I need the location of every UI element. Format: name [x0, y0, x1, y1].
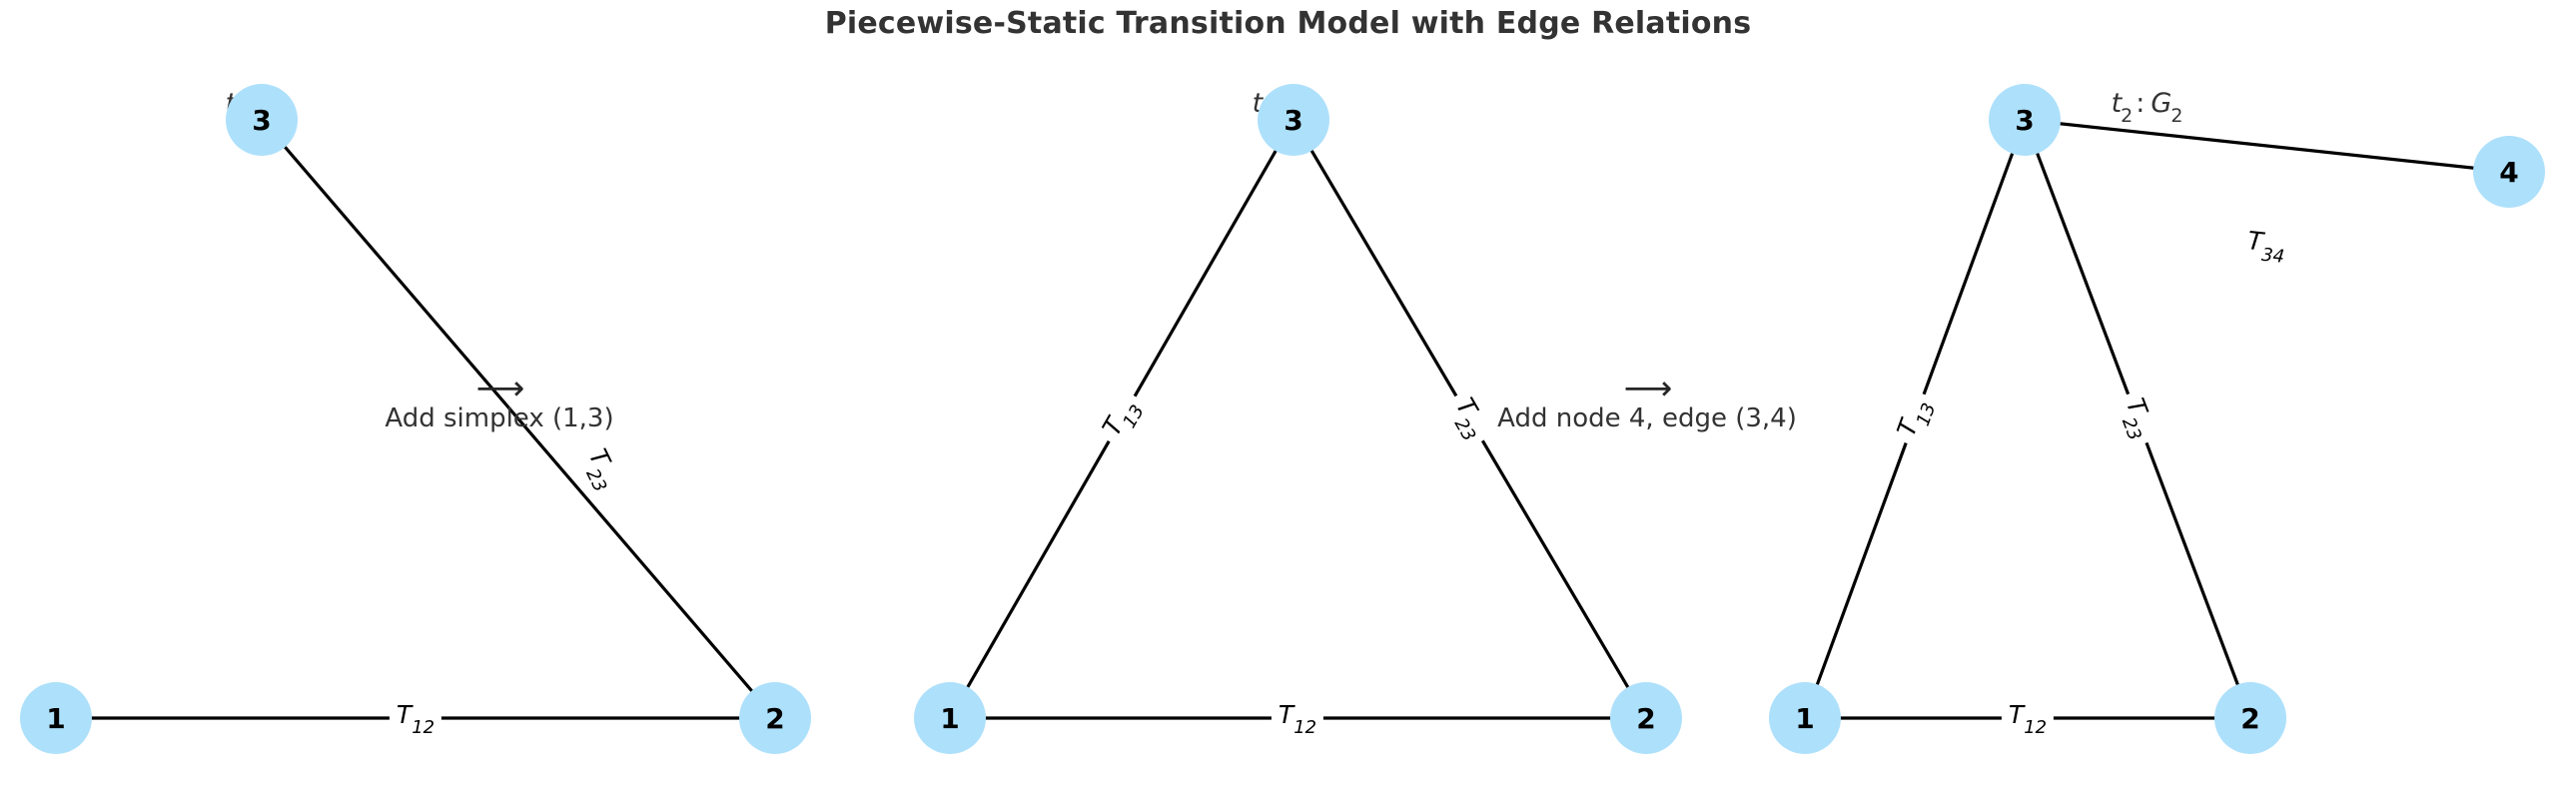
node-1[interactable]: 1 — [914, 682, 986, 754]
node-3[interactable]: 3 — [1258, 84, 1329, 156]
node-1[interactable]: 1 — [20, 682, 92, 754]
node-label: 1 — [46, 701, 66, 735]
panel-title-graph-subscript: 2 — [2170, 105, 2183, 128]
edge-label-subscript: 12 — [412, 717, 435, 739]
node-label: 3 — [252, 103, 272, 137]
edge-label-symbol: T — [1278, 700, 1294, 730]
edge-label-1-2: T12 — [2001, 700, 2055, 739]
edge-label-1-3: T13 — [1094, 387, 1150, 450]
panel-title-graph: G2 — [2150, 88, 2183, 128]
transition-label: Add simplex (1,3) — [385, 403, 614, 434]
edge-label-subscript: 23 — [581, 465, 611, 495]
edge-label-2-3: T23 — [2112, 388, 2163, 449]
panel-title-time: t2 — [2111, 88, 2134, 128]
edge-label-symbol: T — [2008, 700, 2025, 730]
edge-label-subscript: 12 — [1293, 717, 1317, 739]
node-2[interactable]: 2 — [739, 682, 811, 754]
node-1[interactable]: 1 — [1769, 682, 1841, 754]
node-label: 2 — [2240, 701, 2260, 735]
transition-label: Add node 4, edge (3,4) — [1497, 403, 1797, 434]
node-label: 2 — [765, 701, 785, 735]
right-arrow-icon: ⟶ — [475, 369, 525, 409]
edge-label-2-3: T23 — [574, 438, 628, 500]
edge-label-1-3: T13 — [1890, 388, 1940, 449]
node-label: 2 — [1636, 701, 1656, 735]
transition-1-2: ⟶Add node 4, edge (3,4) — [1497, 369, 1797, 435]
panel-title-separator: : — [2136, 88, 2146, 119]
node-2[interactable]: 2 — [1610, 682, 1682, 754]
node-label: 3 — [2015, 103, 2035, 137]
node-label: 3 — [1284, 103, 1303, 137]
node-label: 1 — [1795, 701, 1815, 735]
edge-label-subscript: 23 — [2117, 414, 2146, 444]
node-3[interactable]: 3 — [226, 84, 298, 156]
edge-label-subscript: 12 — [2024, 717, 2048, 739]
edge-label-1-2: T12 — [389, 700, 442, 739]
edge-label-3-4: T34 — [2238, 226, 2294, 268]
edge-label-subscript: 34 — [2260, 244, 2286, 268]
node-3[interactable]: 3 — [1989, 84, 2061, 156]
transition-0-1: ⟶Add simplex (1,3) — [385, 369, 614, 435]
node-label: 4 — [2499, 155, 2519, 189]
edge-label-symbol: T — [396, 700, 413, 730]
edge-label-subscript: 23 — [1449, 414, 1480, 445]
panel-title-time-subscript: 2 — [2121, 105, 2134, 128]
panel-title-panel-t2: t2:G2 — [2111, 88, 2184, 128]
node-4[interactable]: 4 — [2473, 136, 2545, 208]
figure-title: Piecewise-Static Transition Model with E… — [824, 6, 1752, 41]
right-arrow-icon: ⟶ — [1623, 369, 1673, 409]
edge-label-1-2: T12 — [1271, 700, 1324, 739]
node-2[interactable]: 2 — [2214, 682, 2286, 754]
edge-label-2-3: T23 — [1441, 387, 1497, 450]
edge-3-4 — [2024, 118, 2510, 174]
node-label: 1 — [940, 701, 960, 735]
